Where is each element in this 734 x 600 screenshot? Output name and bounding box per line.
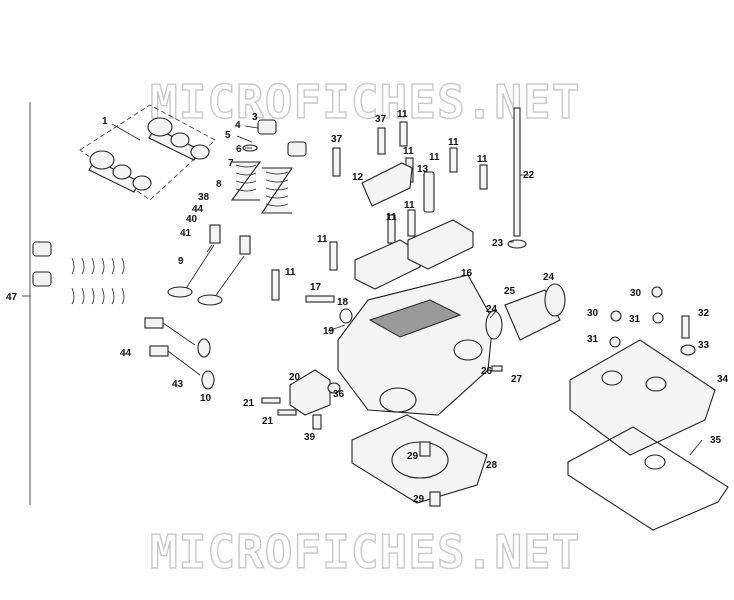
- callout-22: 22: [523, 170, 535, 181]
- callout-7: 7: [228, 158, 234, 169]
- callout-39: 39: [304, 432, 316, 443]
- cover-seal: [644, 454, 666, 470]
- callout-10: 10: [200, 393, 212, 404]
- bolt-17: [305, 295, 335, 303]
- callout-41: 41: [180, 228, 192, 239]
- callout-8: 8: [216, 179, 222, 190]
- callout-23: 23: [492, 238, 504, 249]
- cylinder-head: [337, 274, 494, 416]
- callout-29-a: 29: [407, 451, 419, 462]
- callout-44-upper: 44: [192, 204, 204, 215]
- callout-6: 6: [236, 144, 242, 155]
- callout-30-a: 30: [630, 288, 642, 299]
- callout-24-a: 24: [543, 272, 555, 283]
- callout-1: 1: [102, 116, 108, 127]
- callout-4: 4: [235, 120, 241, 131]
- leader-lines: [111, 123, 703, 456]
- callout-31-a: 31: [629, 314, 641, 325]
- callout-16: 16: [461, 268, 473, 279]
- callout-35: 35: [710, 435, 722, 446]
- seal-18: [339, 308, 353, 324]
- bolt-21a: [261, 397, 281, 404]
- callout-9: 9: [178, 256, 184, 267]
- cover-gasket-35: [567, 426, 729, 531]
- callout-27: 27: [511, 374, 523, 385]
- callout-11-e: 11: [477, 154, 488, 165]
- callout-32: 32: [698, 308, 710, 319]
- callout-38: 38: [198, 192, 210, 203]
- thermostat-20: [289, 369, 331, 416]
- callout-11-c: 11: [448, 137, 459, 148]
- valve-cover-34: [569, 286, 716, 456]
- valve-train-lower: [32, 241, 215, 390]
- callout-29-b: 29: [413, 494, 425, 505]
- callout-21-b: 21: [262, 416, 274, 427]
- callout-37-b: 37: [375, 114, 387, 125]
- callout-21-a: 21: [243, 398, 255, 409]
- callout-11-b: 11: [403, 146, 414, 157]
- callout-26: 26: [481, 366, 493, 377]
- callout-24-b: 24: [486, 304, 498, 315]
- callout-44-lower: 44: [120, 348, 132, 359]
- callout-37-a: 37: [331, 134, 343, 145]
- oring-36: [327, 382, 341, 394]
- callout-28: 28: [486, 460, 498, 471]
- watermark-top: MICROFICHES.NET: [150, 75, 580, 129]
- callout-43: 43: [172, 379, 184, 390]
- callout-36: 36: [333, 389, 345, 400]
- callout-labels: 1 3 4 5 6 7 8 38 44 40 41 9 37 37 11 11 …: [6, 109, 729, 505]
- callout-3: 3: [252, 112, 258, 123]
- callout-31-b: 31: [587, 334, 599, 345]
- camshaft-group: [79, 104, 216, 201]
- callout-40: 40: [186, 214, 198, 225]
- assembly-bracket-47: [22, 102, 31, 505]
- callout-47: 47: [6, 292, 18, 303]
- head-gasket-28: [351, 414, 488, 507]
- callout-25: 25: [504, 286, 516, 297]
- callout-5: 5: [225, 130, 231, 141]
- callout-34: 34: [717, 374, 729, 385]
- callout-11-d: 11: [429, 152, 440, 163]
- callout-11-h: 11: [317, 234, 328, 245]
- callout-11-a: 11: [397, 109, 408, 120]
- callout-17: 17: [310, 282, 322, 293]
- intake-manifold: [485, 283, 566, 341]
- callout-12: 12: [352, 172, 364, 183]
- callout-11-g: 11: [386, 212, 397, 223]
- callout-33: 33: [698, 340, 710, 351]
- bolt-21b: [277, 409, 297, 416]
- callout-11-f: 11: [404, 200, 415, 211]
- watermark-bottom: MICROFICHES.NET: [150, 525, 580, 579]
- callout-11-i: 11: [285, 267, 296, 278]
- spark-plug-13: [423, 171, 435, 213]
- callout-13: 13: [417, 164, 429, 175]
- callout-19: 19: [323, 326, 335, 337]
- callout-20: 20: [289, 372, 301, 383]
- valve-train-upper: [167, 119, 307, 306]
- callout-30-b: 30: [587, 308, 599, 319]
- bracket-12: [361, 162, 413, 207]
- plug-26: [491, 365, 503, 372]
- cam-caps: [354, 219, 474, 290]
- callout-18: 18: [337, 297, 349, 308]
- sensor-39: [312, 414, 322, 430]
